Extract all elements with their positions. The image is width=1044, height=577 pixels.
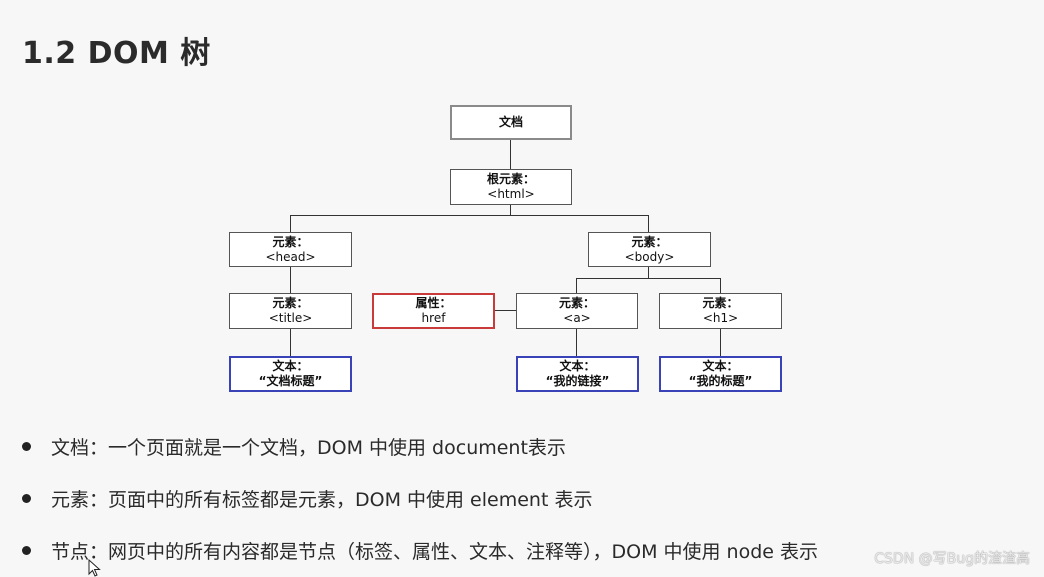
node-body: 元素： <body> — [588, 232, 711, 267]
bullet-dot-icon — [22, 442, 31, 451]
connector-to-a — [576, 278, 577, 293]
bullet-item-node: 节点：网页中的所有内容都是节点（标签、属性、文本、注释等），DOM 中使用 no… — [22, 537, 818, 564]
page-title: 1.2 DOM 树 — [22, 36, 211, 71]
bullet-dot-icon — [22, 546, 31, 555]
node-text-link-type: 文本： — [559, 359, 596, 373]
connector-to-h1 — [720, 278, 721, 293]
node-document: 文档 — [450, 105, 572, 140]
bullet-text: 元素：页面中的所有标签都是元素，DOM 中使用 element 表示 — [51, 489, 593, 511]
connector-attr-a — [494, 310, 516, 311]
node-text-title-value: “文档标题” — [258, 374, 323, 388]
node-h1-tag: <h1> — [702, 311, 739, 325]
node-text-h1-type: 文本： — [702, 359, 739, 373]
connector-body-down — [648, 266, 649, 278]
connector-h1-text — [720, 328, 721, 356]
node-text-h1-value: “我的标题” — [688, 374, 753, 388]
node-a-tag: <a> — [563, 311, 591, 325]
bullet-dot-icon — [22, 494, 31, 503]
node-text-link-value: “我的链接” — [545, 374, 610, 388]
bullet-item-element: 元素：页面中的所有标签都是元素，DOM 中使用 element 表示 — [22, 485, 592, 512]
node-title-type: 元素： — [272, 296, 309, 310]
connector-to-head — [290, 215, 291, 232]
bullet-item-document: 文档：一个页面就是一个文档，DOM 中使用 document表示 — [22, 433, 566, 460]
node-a-type: 元素： — [558, 296, 595, 310]
connector-root-down — [510, 204, 511, 215]
node-h1: 元素： <h1> — [659, 293, 782, 329]
node-body-type: 元素： — [631, 234, 668, 249]
node-attribute-href: 属性： href — [372, 293, 495, 329]
watermark: CSDN @写Bug的渣渣高 — [874, 551, 1030, 567]
node-root-html-tag: <html> — [487, 187, 535, 201]
node-text-title-type: 文本： — [272, 359, 309, 373]
connector-head-title — [290, 266, 291, 293]
node-document-label: 文档 — [498, 115, 523, 129]
connector-document-root — [510, 139, 511, 169]
node-head-tag: <head> — [265, 249, 316, 264]
node-text-link: 文本： “我的链接” — [516, 356, 639, 392]
node-root-html: 根元素： <html> — [450, 169, 572, 205]
node-title: 元素： <title> — [229, 293, 352, 329]
bullet-text: 节点：网页中的所有内容都是节点（标签、属性、文本、注释等），DOM 中使用 no… — [51, 541, 819, 563]
node-body-tag: <body> — [624, 249, 675, 264]
connector-body-horizontal — [576, 278, 721, 279]
node-attribute-name: href — [421, 311, 446, 325]
connector-a-text — [576, 328, 577, 356]
node-head: 元素： <head> — [229, 232, 352, 267]
connector-title-text — [290, 328, 291, 356]
bullet-text: 文档：一个页面就是一个文档，DOM 中使用 document表示 — [51, 437, 566, 459]
node-text-h1: 文本： “我的标题” — [659, 356, 782, 392]
mouse-cursor-icon — [88, 559, 101, 577]
node-head-type: 元素： — [272, 234, 309, 249]
node-attribute-type: 属性： — [415, 296, 452, 310]
node-h1-type: 元素： — [702, 296, 739, 310]
node-root-html-type: 根元素： — [486, 172, 535, 186]
node-text-title: 文本： “文档标题” — [229, 356, 352, 392]
connector-to-body — [648, 215, 649, 232]
node-title-tag: <title> — [268, 311, 313, 325]
connector-root-horizontal — [290, 215, 649, 216]
node-a: 元素： <a> — [516, 293, 638, 329]
